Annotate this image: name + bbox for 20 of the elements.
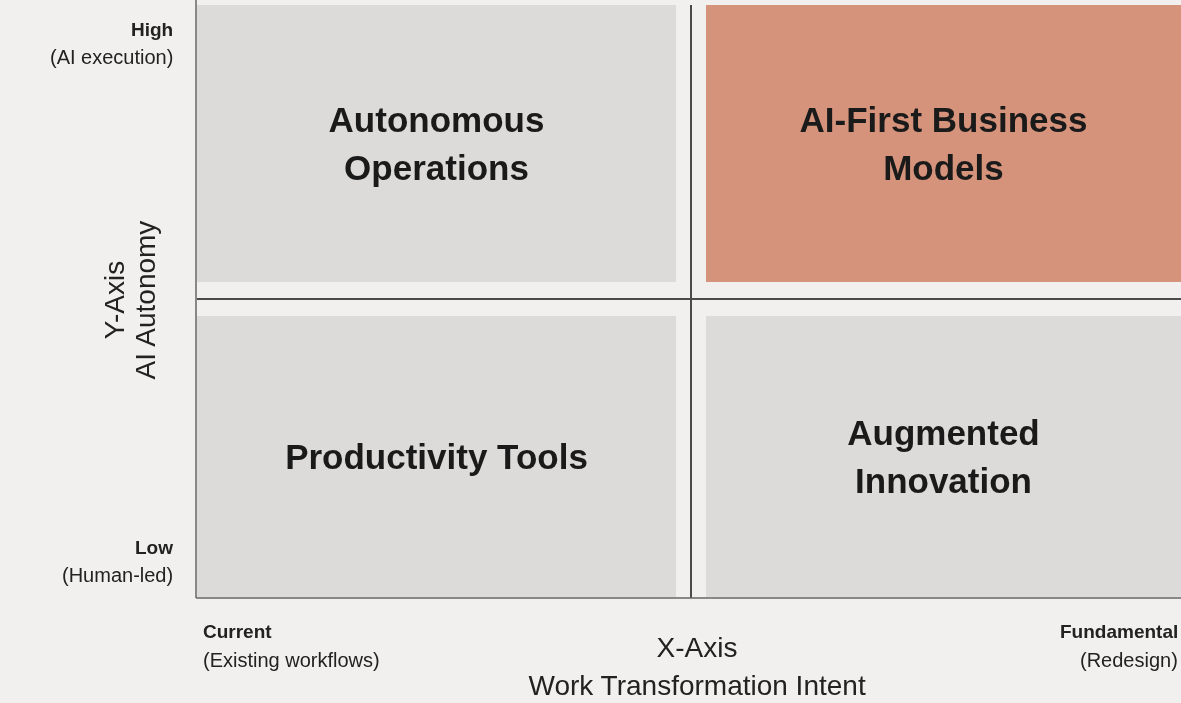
quadrant-title: AI-First Business Models [798,98,1089,189]
quadrant-title: Productivity Tools [285,435,588,478]
quadrant-box [197,5,676,282]
axis-title: Work Transformation Intent [528,670,866,702]
axis-title: X-Axis [656,632,738,664]
axis-tick-note: (Redesign) [1080,648,1178,672]
quadrant-box [197,316,676,597]
axis-tick-label: Low [135,537,173,559]
axis-tick-label: High [131,19,174,41]
quadrant-title: Augmented Innovation [846,411,1041,502]
axis-tick-label: Fundamental [1060,621,1179,643]
axis-tick-note: (AI execution) [50,45,174,69]
quadrant-box [706,316,1181,597]
axis-title: AI Autonomy [129,220,162,380]
quadrant-box [706,5,1181,282]
axis-tick-note: (Existing workflows) [203,648,380,672]
axis-tick-note: (Human-led) [62,563,174,587]
quadrant-title: Autonomous Operations [327,98,546,189]
axis-tick-label: Current [203,621,272,643]
axis-title: Y-Axis [99,260,132,340]
